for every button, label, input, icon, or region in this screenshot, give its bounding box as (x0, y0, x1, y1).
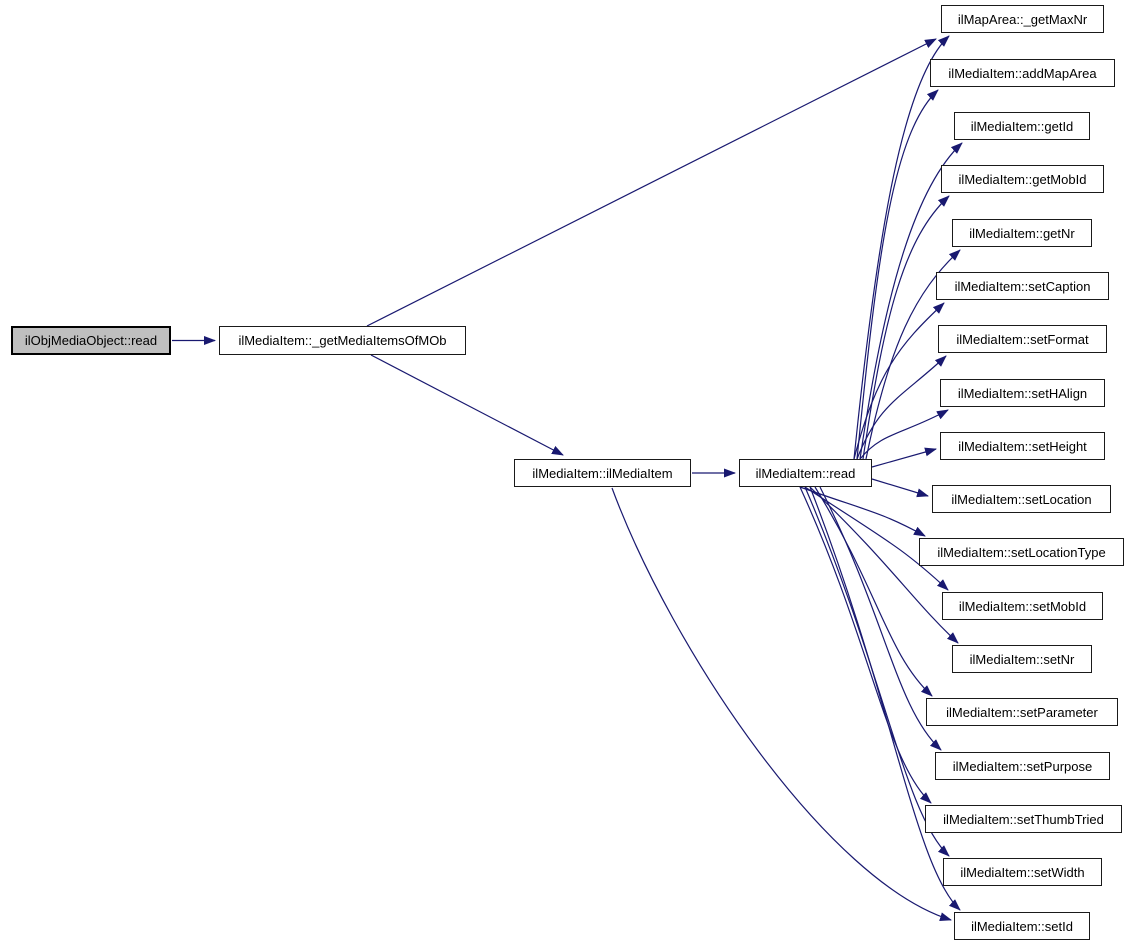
edge-read-getNr (865, 249, 961, 460)
graph-node-setLocationType[interactable]: ilMediaItem::setLocationType (919, 538, 1124, 566)
graph-node-setHAlign[interactable]: ilMediaItem::setHAlign (940, 379, 1105, 407)
edge-read-addMapArea (856, 89, 939, 460)
graph-node-addMapArea[interactable]: ilMediaItem::addMapArea (930, 59, 1115, 87)
edge-read-setHeight (871, 447, 937, 468)
graph-node-setParameter[interactable]: ilMediaItem::setParameter (926, 698, 1118, 726)
graph-node-setFormat[interactable]: ilMediaItem::setFormat (938, 325, 1107, 353)
edge-read-getId (859, 142, 963, 460)
graph-node-getMobId[interactable]: ilMediaItem::getMobId (941, 165, 1104, 193)
graph-node-getNr[interactable]: ilMediaItem::getNr (952, 219, 1092, 247)
edge-read-setCaption (853, 302, 945, 460)
edge-ilMediaItem-ctor-setId (611, 487, 952, 922)
graph-node-setPurpose[interactable]: ilMediaItem::setPurpose (935, 752, 1110, 780)
graph-node-setHeight[interactable]: ilMediaItem::setHeight (940, 432, 1105, 460)
edge-read-setId (809, 486, 961, 911)
graph-node-ilObjMediaObject-read: ilObjMediaObject::read (11, 326, 171, 355)
graph-node-getId[interactable]: ilMediaItem::getId (954, 112, 1090, 140)
graph-node-setMobId[interactable]: ilMediaItem::setMobId (942, 592, 1103, 620)
edge-read-setMobId (804, 486, 949, 591)
edge-getMediaItemsOfMOb-getMaxNr (366, 38, 937, 327)
graph-node-setWidth[interactable]: ilMediaItem::setWidth (943, 858, 1102, 886)
graph-node-setCaption[interactable]: ilMediaItem::setCaption (936, 272, 1109, 300)
graph-node-ilMediaItem-ctor[interactable]: ilMediaItem::ilMediaItem (514, 459, 691, 487)
edge-read-setNr (809, 486, 959, 644)
graph-node-setThumbTried[interactable]: ilMediaItem::setThumbTried (925, 805, 1122, 833)
edge-read-setLocation (871, 478, 929, 498)
graph-node-setId[interactable]: ilMediaItem::setId (954, 912, 1090, 940)
edge-read-setParameter (814, 486, 933, 697)
edge-read-setPurpose (819, 486, 942, 751)
graph-node-setNr[interactable]: ilMediaItem::setNr (952, 645, 1092, 673)
graph-node-read[interactable]: ilMediaItem::read (739, 459, 872, 487)
graph-node-getMaxNr[interactable]: ilMapArea::_getMaxNr (941, 5, 1104, 33)
edge-read-getMobId (862, 195, 950, 460)
graph-node-getMediaItemsOfMOb[interactable]: ilMediaItem::_getMediaItemsOfMOb (219, 326, 466, 355)
edge-read-setThumbTried (799, 486, 932, 804)
edge-read-getMaxNr (853, 35, 950, 460)
edge-read-setHAlign (859, 409, 949, 460)
graph-node-setLocation[interactable]: ilMediaItem::setLocation (932, 485, 1111, 513)
edge-read-setLocationType (799, 486, 926, 537)
edge-getMediaItemsOfMOb-ilMediaItem-ctor (370, 354, 564, 456)
edge-read-setWidth (804, 486, 950, 857)
edge-read-setFormat (856, 355, 947, 460)
